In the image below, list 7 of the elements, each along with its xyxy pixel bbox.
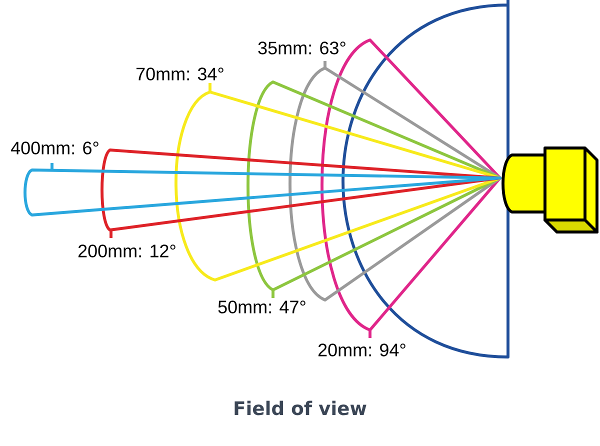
fov-label: 35mm: 63° <box>258 42 346 54</box>
fov-label: 200mm: 12° <box>78 244 176 258</box>
fov-label: 70mm: 34° <box>136 68 224 80</box>
caption: Field of view <box>234 400 366 416</box>
fov-label: 400mm: 6° <box>10 142 98 154</box>
fov-label: 50mm: 47° <box>218 300 306 314</box>
fov-label: 20mm: 94° <box>318 344 406 356</box>
